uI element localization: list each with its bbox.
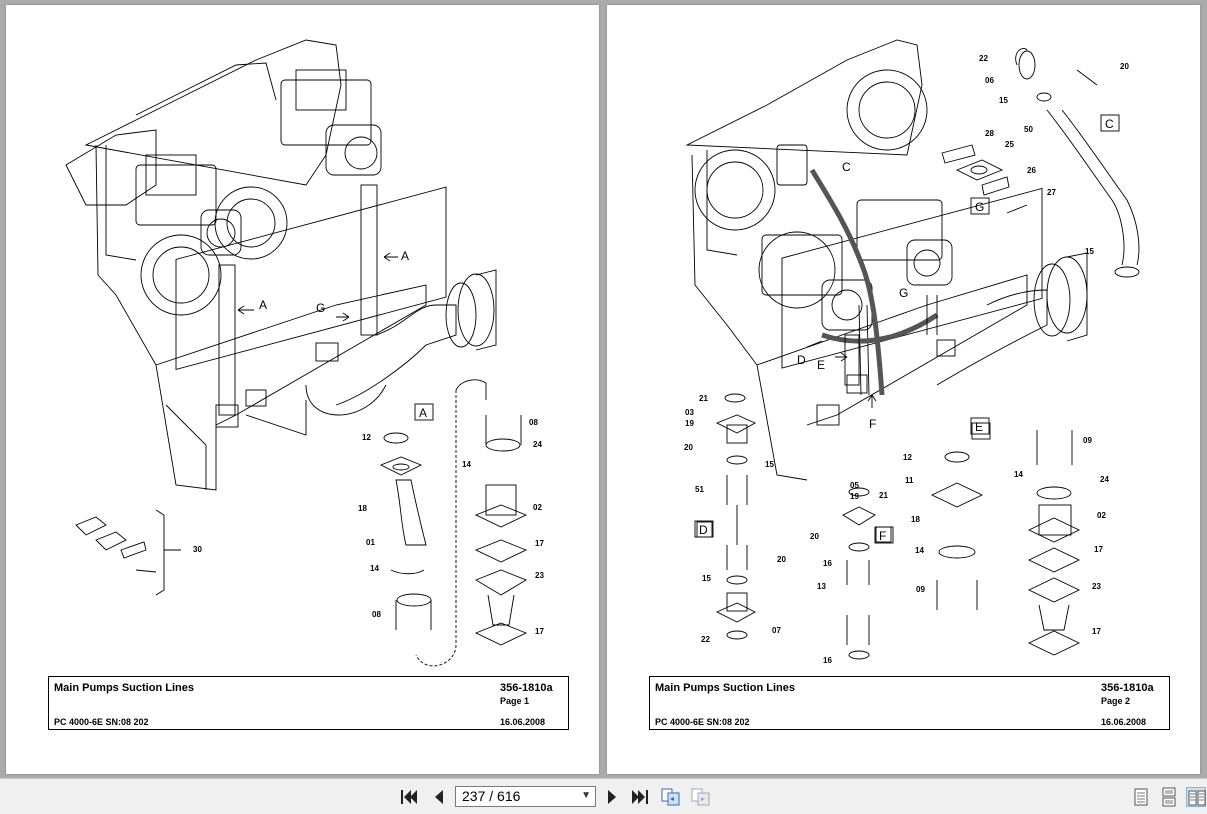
drawing-page: Page 1: [500, 696, 530, 706]
page-back-icon[interactable]: [660, 787, 682, 807]
part-number: 17: [1094, 545, 1103, 554]
part-number: 24: [533, 440, 542, 449]
part-number: 08: [372, 610, 381, 619]
part-number: 18: [358, 504, 367, 513]
view-letter-d: D: [797, 353, 806, 367]
part-number: 27: [1047, 188, 1056, 197]
drawing-code: 356-1810a: [500, 682, 553, 694]
machine-model: PC 4000-6E SN:08 202: [655, 717, 750, 727]
detail-box-a: A: [419, 406, 427, 420]
drawing-title: Main Pumps Suction Lines: [655, 682, 795, 694]
page-number-value: 237 / 616: [462, 788, 521, 804]
machine-model: PC 4000-6E SN:08 202: [54, 717, 149, 727]
part-number: 12: [903, 453, 912, 462]
page-1-drawing: [65, 39, 528, 667]
part-number: 20: [684, 443, 693, 452]
part-number: 20: [777, 555, 786, 564]
part-number: 19: [685, 419, 694, 428]
pdf-page-1: A A G A 12 18 01 14 08 08 24 14 02 17 23…: [6, 5, 599, 774]
part-number: 14: [370, 564, 379, 573]
view-letter-e: E: [817, 358, 825, 372]
part-number: 17: [1092, 627, 1101, 636]
part-number: 26: [1027, 166, 1036, 175]
part-number: 09: [1083, 436, 1092, 445]
drawing-date: 16.06.2008: [500, 717, 546, 727]
drawing-date: 16.06.2008: [1101, 717, 1147, 727]
detail-box-g: G: [975, 200, 984, 214]
last-page-icon[interactable]: [630, 788, 650, 806]
pdf-page-2: C G D E F C G E D F 22 06 20 15 50 28 25…: [607, 5, 1200, 774]
part-number: 14: [1014, 470, 1023, 479]
part-number: 23: [1092, 582, 1101, 591]
part-number: 07: [772, 626, 781, 635]
part-number: 17: [535, 539, 544, 548]
chevron-down-icon: ▼: [581, 790, 591, 801]
page-forward-icon[interactable]: [690, 787, 712, 807]
view-letter-a: A: [401, 249, 409, 263]
detail-box-e: E: [975, 420, 983, 434]
single-page-view-icon[interactable]: [1131, 787, 1151, 807]
part-number: 21: [699, 394, 708, 403]
page-2-drawing: [685, 39, 1140, 660]
part-number: 08: [529, 418, 538, 427]
part-number: 14: [915, 546, 924, 555]
view-letter-c: C: [842, 160, 851, 174]
part-number: 30: [193, 545, 202, 554]
continuous-view-icon[interactable]: [1159, 787, 1179, 807]
page-1-labels: A A G A 12 18 01 14 08 08 24 14 02 17 23…: [193, 249, 544, 636]
part-number: 22: [979, 54, 988, 63]
detail-box-d: D: [699, 523, 708, 537]
part-number: 15: [999, 96, 1008, 105]
part-number: 22: [701, 635, 710, 644]
drawing-title: Main Pumps Suction Lines: [54, 682, 194, 694]
drawing-page: Page 2: [1101, 696, 1131, 706]
part-number: 15: [702, 574, 711, 583]
part-number: 23: [535, 571, 544, 580]
part-number: 18: [911, 515, 920, 524]
part-number: 25: [1005, 140, 1014, 149]
view-letter-f: F: [869, 417, 876, 431]
previous-page-icon[interactable]: [429, 788, 449, 806]
drawing-title-block: Main Pumps Suction Lines 356-1810a Page …: [48, 676, 569, 730]
part-number: 16: [823, 559, 832, 568]
part-number: 17: [535, 627, 544, 636]
part-number: 20: [810, 532, 819, 541]
detail-box-f: F: [879, 529, 886, 543]
page-2-labels: C G D E F C G E D F 22 06 20 15 50 28 25…: [684, 54, 1129, 665]
view-letter-a: A: [259, 298, 267, 312]
part-number: 14: [462, 460, 471, 469]
part-number: 24: [1100, 475, 1109, 484]
view-letter-g: G: [316, 301, 325, 315]
drawing-code: 356-1810a: [1101, 682, 1154, 694]
detail-box-c: C: [1105, 117, 1114, 131]
part-number: 50: [1024, 125, 1033, 134]
document-viewer[interactable]: A A G A 12 18 01 14 08 08 24 14 02 17 23…: [0, 0, 1207, 778]
drawing-title-block: Main Pumps Suction Lines 356-1810a Page …: [649, 676, 1170, 730]
part-number: 05: [850, 481, 859, 490]
view-letter-g: G: [899, 286, 908, 300]
part-number: 02: [1097, 511, 1106, 520]
page-number-select[interactable]: 237 / 616 ▼: [455, 786, 596, 807]
part-number: 15: [1085, 247, 1094, 256]
part-number: 51: [695, 485, 704, 494]
part-number: 03: [685, 408, 694, 417]
part-number: 01: [366, 538, 375, 547]
part-number: 12: [362, 433, 371, 442]
part-number: 16: [823, 656, 832, 665]
part-number: 09: [916, 585, 925, 594]
navigation-toolbar: 237 / 616 ▼: [0, 778, 1207, 814]
part-number: 28: [985, 129, 994, 138]
part-number: 02: [533, 503, 542, 512]
part-number: 21: [879, 491, 888, 500]
first-page-icon[interactable]: [399, 788, 419, 806]
part-number: 19: [850, 492, 859, 501]
part-number: 20: [1120, 62, 1129, 71]
part-number: 11: [905, 476, 914, 485]
part-number: 13: [817, 582, 826, 591]
part-number: 06: [985, 76, 994, 85]
two-page-view-icon[interactable]: [1186, 787, 1206, 807]
part-number: 15: [765, 460, 774, 469]
next-page-icon[interactable]: [602, 788, 622, 806]
